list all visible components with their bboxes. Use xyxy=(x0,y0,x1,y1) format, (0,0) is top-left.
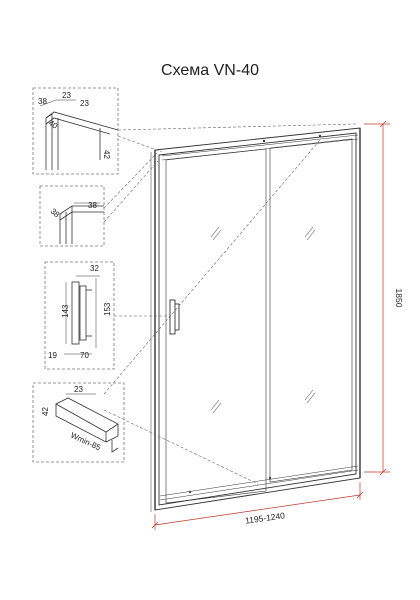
diagram-title: Схема VN-40 xyxy=(161,62,259,79)
dim-top-42: 42 xyxy=(102,150,111,159)
rollers xyxy=(188,134,322,494)
height-dimension xyxy=(364,120,390,476)
dim-top-38: 38 xyxy=(38,97,47,106)
dim-handle-19: 19 xyxy=(48,351,57,360)
door-frame xyxy=(150,127,361,512)
dim-top-23b: 23 xyxy=(80,99,89,108)
dim-handle-32: 32 xyxy=(90,264,99,273)
dim-handle-143: 143 xyxy=(61,304,70,318)
detail-bottom-guide: 23 42 Wmin-85 xyxy=(32,382,125,463)
detail-handle: 32 143 153 19 70 xyxy=(44,261,115,370)
width-label: 1195-1240 xyxy=(244,510,285,526)
leader-lines xyxy=(103,123,357,485)
glass-reflection-marks xyxy=(210,226,316,414)
dim-bottom-wmin: Wmin-85 xyxy=(69,431,102,453)
dim-bottom-42: 42 xyxy=(41,407,50,416)
door-handle xyxy=(169,299,180,335)
detail-top-profile: 38 23 23 40 42 xyxy=(32,87,119,175)
height-label: 1850 xyxy=(394,289,404,308)
dim-handle-153: 153 xyxy=(103,302,112,316)
detail-wall-profile: 38 38 xyxy=(39,185,105,247)
width-dimension xyxy=(151,482,364,530)
dim-top-23a: 23 xyxy=(62,91,71,100)
dim-handle-70: 70 xyxy=(80,351,89,360)
dim-bottom-23: 23 xyxy=(74,385,83,394)
dim-wall-38a: 38 xyxy=(88,201,97,210)
